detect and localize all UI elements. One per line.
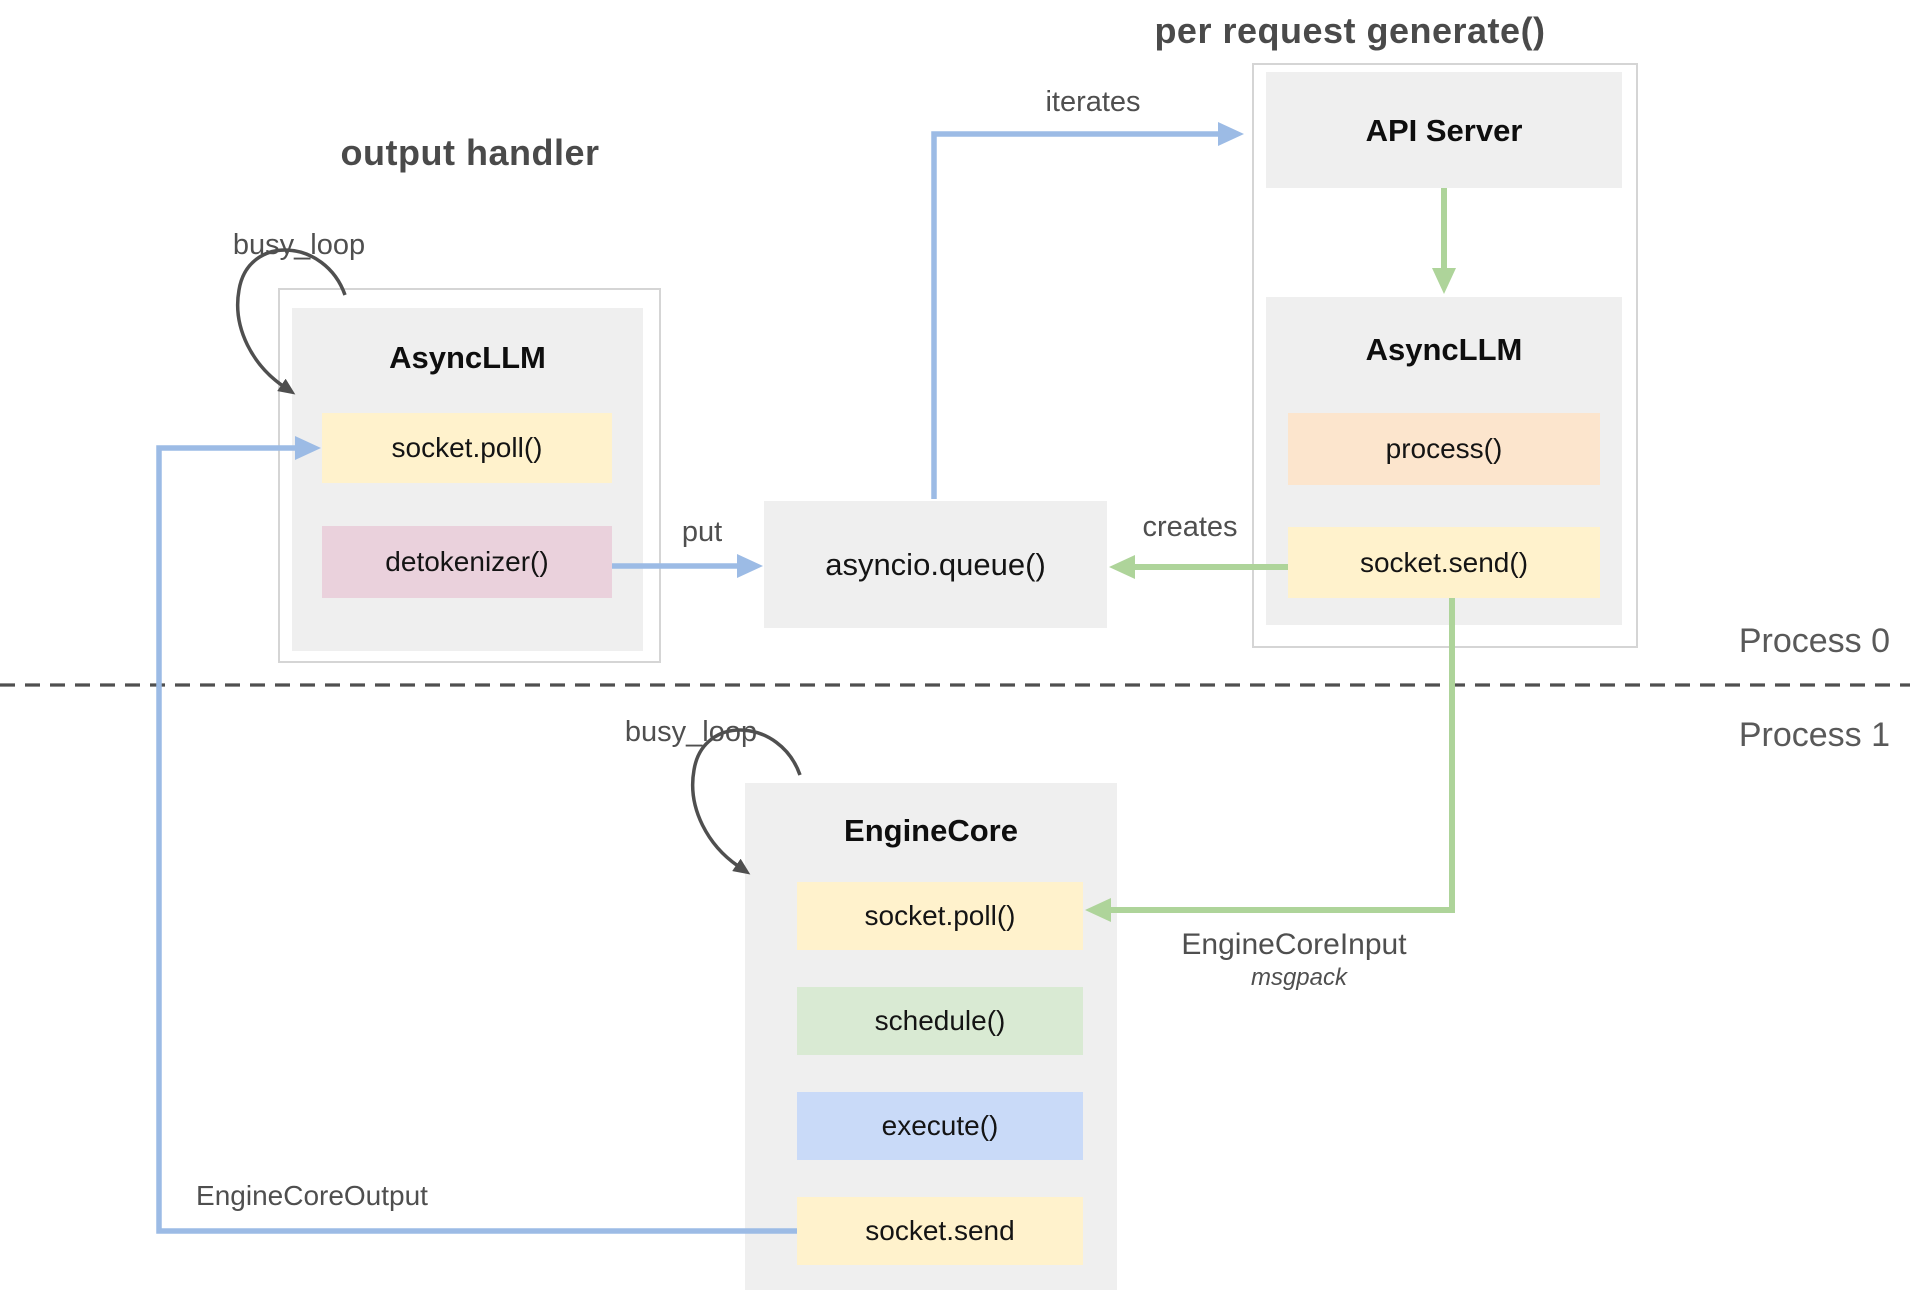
iterates-arrow: [931, 122, 1244, 499]
async-llm-right-socket-send: socket.send(): [1288, 527, 1600, 598]
engine-core-schedule: schedule(): [797, 987, 1083, 1055]
asyncio-queue-box: asyncio.queue(): [764, 501, 1107, 628]
put-label: put: [681, 516, 723, 548]
process-0-label: Process 0: [1738, 622, 1890, 660]
msgpack-label: msgpack: [1250, 964, 1348, 991]
busy-loop-label-bottom: busy_loop: [624, 716, 758, 748]
api-server-title: API Server: [1365, 113, 1523, 148]
per-request-title: per request generate(): [1154, 10, 1546, 51]
creates-label: creates: [1142, 511, 1238, 543]
engine-core-input-label: EngineCoreInput: [1181, 928, 1407, 961]
output-handler-title: output handler: [340, 132, 600, 173]
async-llm-right-title: AsyncLLM: [1365, 332, 1523, 367]
engine-core-execute: execute(): [797, 1092, 1083, 1160]
busy-loop-label-top: busy_loop: [232, 229, 366, 261]
engine-core-socket-send: socket.send: [797, 1197, 1083, 1265]
async-llm-left-detokenizer: detokenizer(): [322, 526, 612, 598]
process-1-label: Process 1: [1738, 716, 1890, 754]
engine-core-output-label: EngineCoreOutput: [196, 1180, 428, 1211]
api-server-box: [1266, 72, 1622, 188]
iterates-label: iterates: [1045, 86, 1141, 118]
engine-core-title: EngineCore: [844, 813, 1018, 848]
async-llm-right-process: process(): [1288, 413, 1600, 485]
async-llm-left-socket-poll: socket.poll(): [322, 413, 612, 483]
engine-core-socket-poll: socket.poll(): [797, 882, 1083, 950]
async-llm-left-title: AsyncLLM: [389, 340, 546, 375]
